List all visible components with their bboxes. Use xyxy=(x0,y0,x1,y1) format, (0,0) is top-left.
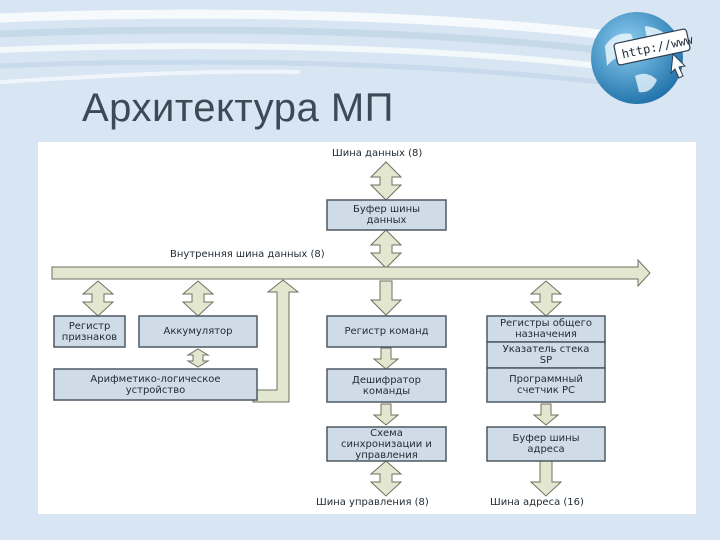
data-bus-label: Шина данных (8) xyxy=(332,148,423,159)
slide-title: Архитектура МП xyxy=(82,86,394,130)
flags-arrow xyxy=(81,280,115,317)
architecture-diagram: Шина данных (8) Буфер шины данных Внутре… xyxy=(38,142,696,514)
data-buffer-label: Буфер шины данных xyxy=(352,204,421,226)
address-buffer-box xyxy=(486,426,606,462)
instruction-register-box xyxy=(326,315,447,348)
data-bus-arrow xyxy=(369,161,403,201)
address-bus-label: Шина адреса (16) xyxy=(490,497,584,508)
general-registers-label: Регистры общего назначения xyxy=(500,318,592,340)
sync-control-label: Схема синхронизации и управления xyxy=(341,427,432,461)
accumulator-box xyxy=(138,315,258,348)
general-registers-box xyxy=(486,315,606,343)
internal-bus-arrow xyxy=(51,258,651,288)
acc-alu-arrow xyxy=(186,348,210,368)
program-counter-label: Программный счетчик PC xyxy=(509,374,583,396)
decoder-box xyxy=(326,368,447,403)
instruction-reg-arrow xyxy=(369,280,403,316)
accumulator-label: Аккумулятор xyxy=(163,326,233,337)
pc-address-arrow xyxy=(532,403,560,426)
accumulator-arrow xyxy=(181,280,215,317)
decoder-sync-arrow xyxy=(372,403,400,426)
data-buffer-box xyxy=(326,199,447,231)
cursor-icon xyxy=(670,52,687,79)
address-bus-arrow xyxy=(529,460,563,497)
program-counter-box xyxy=(486,367,606,403)
alu-output-arrow xyxy=(252,279,300,403)
stack-pointer-label: Указатель стека SP xyxy=(502,344,590,366)
instruction-register-label: Регистр команд xyxy=(344,326,429,337)
control-bus-arrow xyxy=(369,460,403,497)
address-buffer-label: Буфер шины адреса xyxy=(512,433,580,455)
flag-register-label: Регистр признаков xyxy=(61,320,118,343)
globe-logo: http://www xyxy=(585,6,703,106)
registers-arrow xyxy=(529,280,563,317)
alu-label: Арифметико-логическое устройство xyxy=(90,373,221,396)
reg-decoder-arrow xyxy=(372,347,400,370)
flag-register-box xyxy=(53,315,126,348)
buffer-to-bus-arrow xyxy=(369,229,403,269)
control-bus-label: Шина управления (8) xyxy=(316,497,429,508)
sync-control-box xyxy=(326,426,447,462)
decoder-label: Дешифратор команды xyxy=(352,374,421,397)
alu-box xyxy=(53,368,258,401)
internal-bus-label: Внутренняя шина данных (8) xyxy=(170,249,325,260)
